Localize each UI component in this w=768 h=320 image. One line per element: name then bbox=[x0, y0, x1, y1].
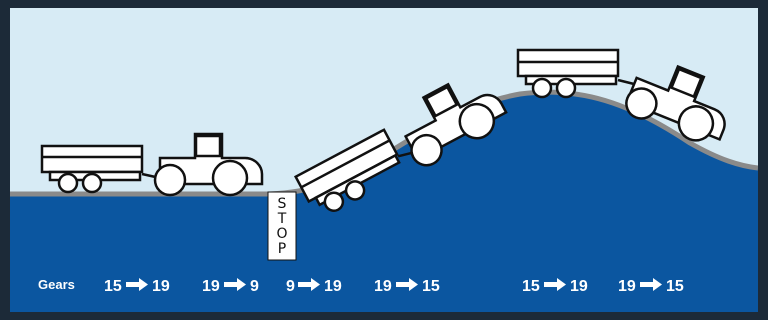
stop-letter-s: S bbox=[278, 196, 287, 212]
tractor-trailer-top bbox=[516, 48, 635, 99]
gear-change-3: 9 19 bbox=[286, 278, 342, 295]
gear-to: 15 bbox=[666, 278, 684, 295]
hill-ground bbox=[10, 92, 758, 312]
diagram-panel: S T O P bbox=[10, 8, 758, 312]
gear-from: 15 bbox=[104, 278, 122, 295]
arrow-right-icon bbox=[544, 278, 566, 291]
arrow-right-icon bbox=[126, 278, 148, 291]
gear-to: 9 bbox=[250, 278, 259, 295]
stop-letter-p: P bbox=[278, 241, 286, 257]
gear-from: 15 bbox=[522, 278, 540, 295]
stop-sign-board bbox=[267, 191, 297, 261]
arrow-right-icon bbox=[298, 278, 320, 291]
arrow-right-icon bbox=[224, 278, 246, 291]
stop-letter-t: T bbox=[277, 211, 287, 227]
gear-from: 19 bbox=[374, 278, 392, 295]
stop-sign: S T O P bbox=[267, 191, 297, 261]
gear-from: 19 bbox=[618, 278, 636, 295]
gear-to: 19 bbox=[152, 278, 170, 295]
gear-to: 19 bbox=[570, 278, 588, 295]
terrain-diagram: S T O P bbox=[10, 8, 758, 312]
gear-change-4: 19 15 bbox=[374, 278, 440, 295]
stop-letter-o: O bbox=[276, 226, 287, 242]
tractor-trailer-flat bbox=[40, 132, 264, 197]
gear-to: 15 bbox=[422, 278, 440, 295]
gear-change-1: 15 19 bbox=[104, 278, 170, 295]
gear-change-2: 19 9 bbox=[202, 278, 259, 295]
tractor-descending bbox=[625, 64, 726, 142]
gears-label: Gears bbox=[38, 277, 75, 292]
gear-from: 9 bbox=[286, 278, 295, 295]
tractor-trailer-climbing bbox=[293, 82, 508, 212]
arrow-right-icon bbox=[396, 278, 418, 291]
gear-change-6: 19 15 bbox=[618, 278, 684, 295]
arrow-right-icon bbox=[640, 278, 662, 291]
gear-to: 19 bbox=[324, 278, 342, 295]
gear-change-5: 15 19 bbox=[522, 278, 588, 295]
gear-from: 19 bbox=[202, 278, 220, 295]
